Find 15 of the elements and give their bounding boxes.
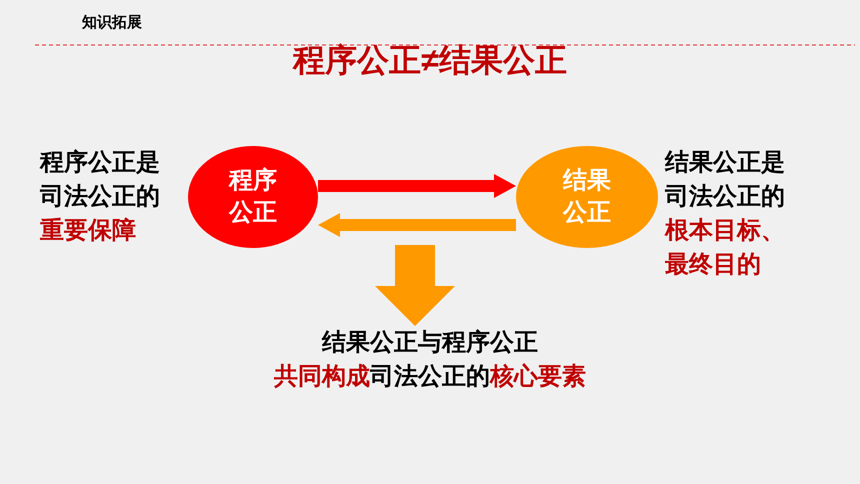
text-line: 司法公正的	[370, 362, 490, 392]
side-note: 根本目标、最终目的	[665, 216, 786, 280]
arrow	[318, 174, 516, 198]
node-label: 程序公正	[228, 166, 278, 228]
side-note: 重要保障	[40, 216, 137, 246]
title: 程序公正≠结果公正	[293, 41, 567, 80]
block-arrow	[375, 245, 455, 326]
node-label: 结果公正	[562, 166, 612, 228]
section-label: 知识拓展	[82, 13, 142, 33]
side-note: 程序公正是司法公正的	[40, 148, 161, 212]
arrow	[318, 213, 516, 237]
text-line: 核心要素	[490, 362, 586, 392]
text-line: 共同构成	[274, 362, 370, 392]
side-note: 结果公正是司法公正的	[665, 148, 786, 212]
text-line: 结果公正与程序公正	[322, 328, 538, 358]
